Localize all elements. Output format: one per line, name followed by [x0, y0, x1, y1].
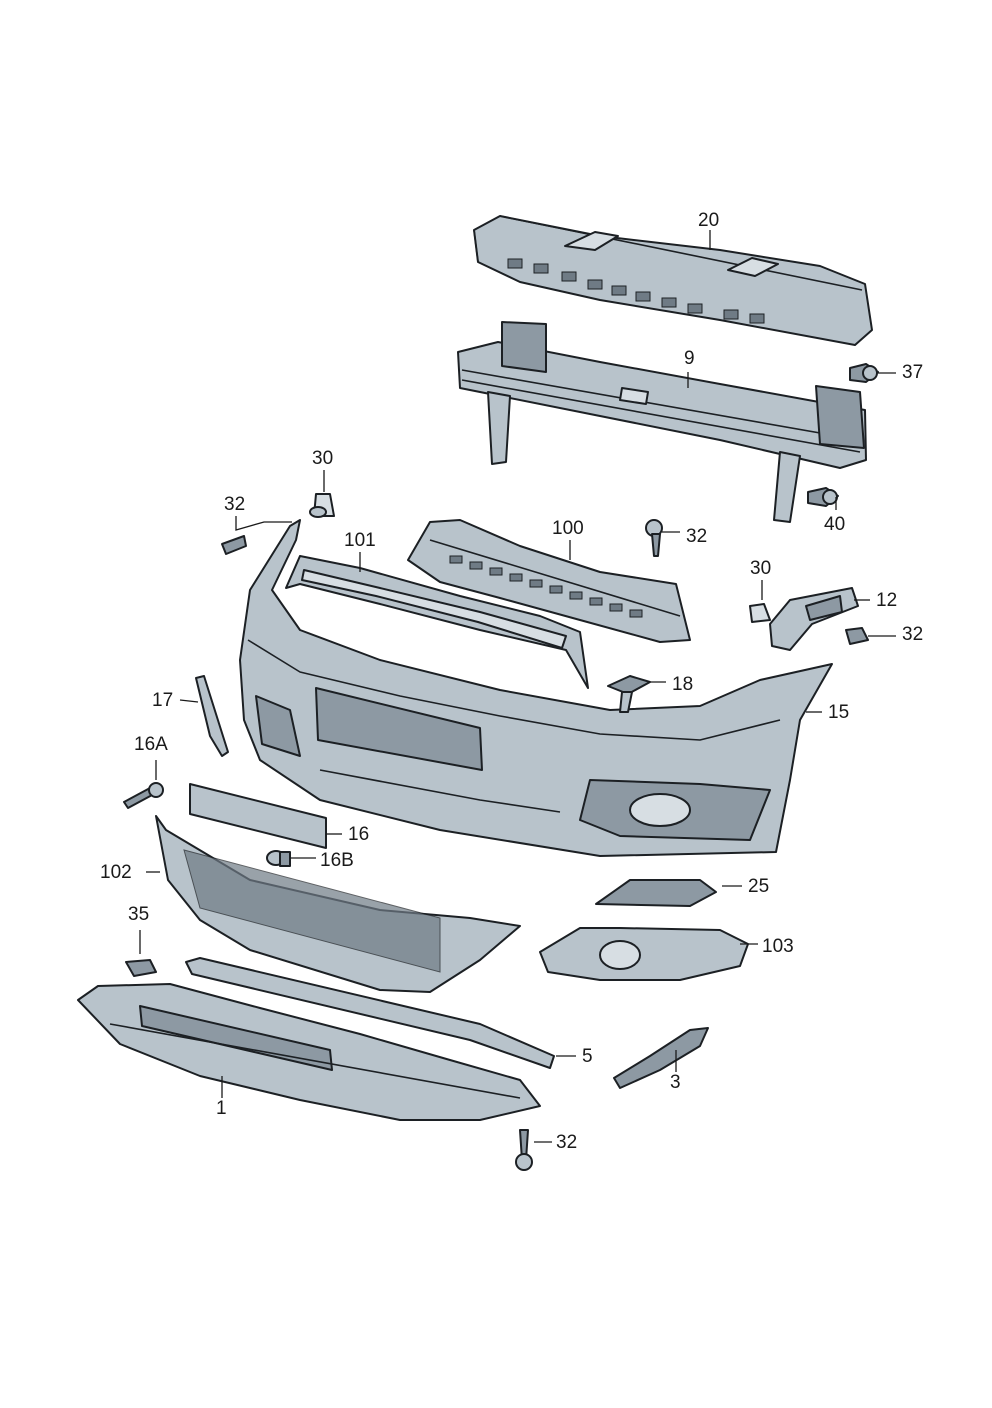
part-3-trim [613, 1027, 709, 1089]
label-32-grille: 32 [686, 526, 707, 547]
label-37: 37 [902, 362, 923, 383]
label-20: 20 [698, 210, 719, 231]
callout-labels: 20 9 37 40 30 32 101 100 32 30 12 32 18 … [100, 210, 923, 1153]
part-25-trim [595, 879, 717, 907]
part-15-bumper-cover [239, 519, 833, 857]
leader-lines [139, 230, 896, 1143]
label-18: 18 [672, 674, 693, 695]
part-17-side-strip [195, 675, 229, 757]
clip-30-top [309, 493, 335, 518]
label-30-right: 30 [750, 558, 771, 579]
screw-32-grille [645, 519, 663, 557]
label-1: 1 [216, 1098, 227, 1119]
label-32-bracket: 32 [902, 624, 923, 645]
label-3: 3 [670, 1072, 681, 1093]
part-16-plate-bracket [189, 783, 327, 849]
label-103: 103 [762, 936, 794, 957]
part-18-clip [607, 675, 651, 713]
bolt-37 [849, 363, 879, 383]
label-32-bottom: 32 [556, 1132, 577, 1153]
part-20-energy-absorber [473, 215, 873, 346]
label-25: 25 [748, 876, 769, 897]
label-100: 100 [552, 518, 584, 539]
part-100-upper-grille [407, 519, 691, 643]
label-9: 9 [684, 348, 695, 369]
screw-32-bottom [515, 1129, 533, 1171]
label-30-top: 30 [312, 448, 333, 469]
screw-32-left [221, 535, 247, 555]
part-101-trim-strip [285, 555, 589, 689]
clip-35 [125, 959, 157, 977]
screw-32-bracket [845, 627, 869, 645]
nut-16B [266, 850, 291, 867]
label-16: 16 [348, 824, 369, 845]
label-16B: 16B [320, 850, 354, 871]
label-12: 12 [876, 590, 897, 611]
label-16A: 16A [134, 734, 168, 755]
part-9-reinforcement-bar [457, 321, 867, 523]
part-103-fog-grille [539, 927, 749, 981]
part-12-bracket [769, 587, 859, 651]
bolt-40 [807, 487, 839, 507]
label-32-left: 32 [224, 494, 245, 515]
label-17: 17 [152, 690, 173, 711]
label-5: 5 [582, 1046, 593, 1067]
label-15: 15 [828, 702, 849, 723]
clip-30-right [749, 603, 771, 623]
label-102: 102 [100, 862, 132, 883]
label-101: 101 [344, 530, 376, 551]
part-1-underbody-panel [77, 983, 541, 1121]
label-40: 40 [824, 514, 845, 535]
part-5-strip [185, 957, 555, 1069]
part-102-lower-grille [155, 815, 521, 993]
label-35: 35 [128, 904, 149, 925]
rivet-16A [123, 782, 164, 809]
